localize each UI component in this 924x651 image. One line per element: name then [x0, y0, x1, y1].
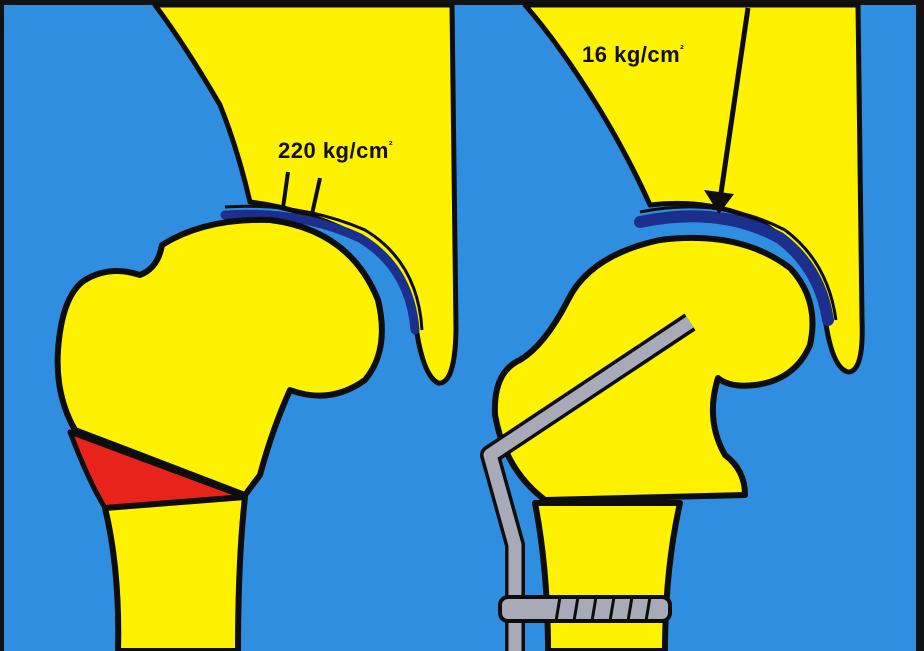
left-femoral-shaft [105, 497, 245, 651]
right-pressure-label: 16 kg/cm² [582, 42, 684, 67]
right-femoral-shaft [535, 503, 680, 651]
right-screw-shaft [500, 597, 670, 621]
left-pressure-label: 220 kg/cm² [278, 138, 393, 163]
